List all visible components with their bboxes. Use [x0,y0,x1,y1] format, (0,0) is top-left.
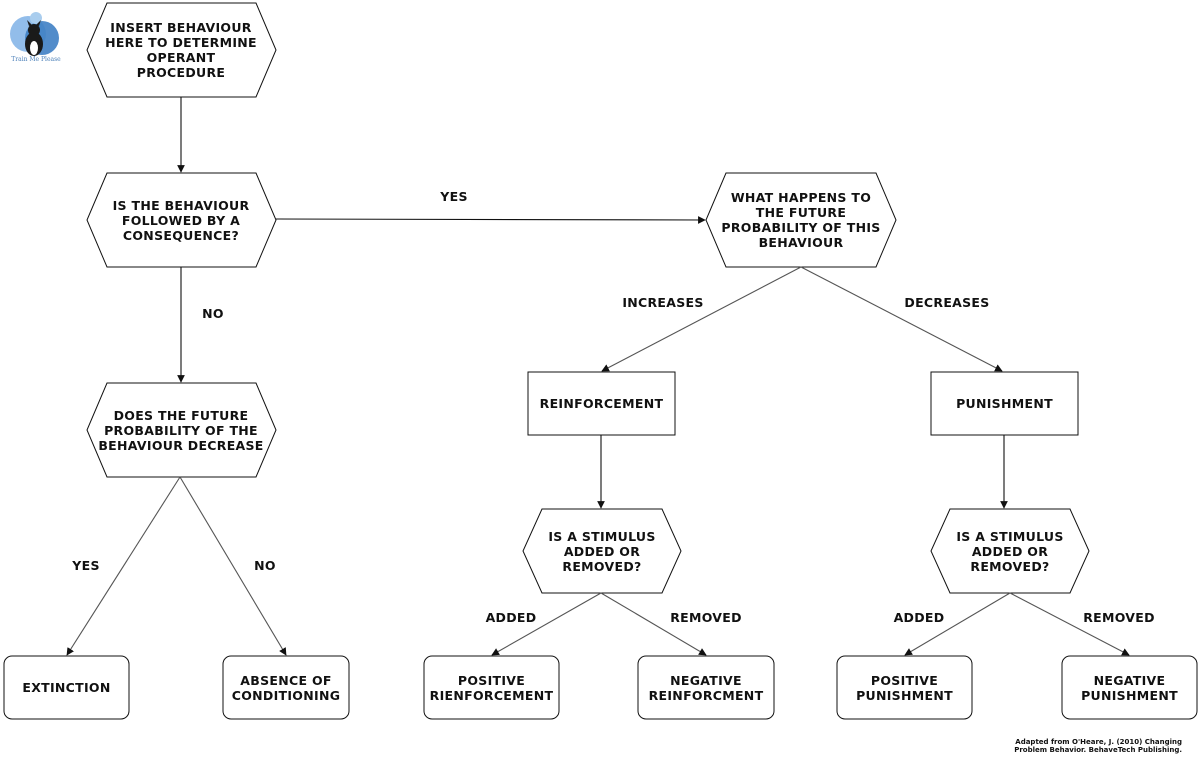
edge-stimulus-negpun [1009,592,1130,656]
absence-box [222,655,350,720]
node-positive-reinforcement: POSITIVE RIENFORCEMENT [429,672,554,703]
label-removed-punishment: REMOVED [1083,610,1155,625]
node-absence: ABSENCE OF CONDITIONING [231,672,341,703]
node-negative-punishment: NEGATIVE PUNISHMENT [1081,672,1178,703]
node-start: INSERT BEHAVIOUR HERE TO DETERMINE OPERA… [105,20,257,80]
node-decrease: DOES THE FUTURE PROBABILITY OF THE BEHAV… [98,407,264,453]
label-no-left: NO [254,558,276,573]
dog-logo-icon [10,12,59,56]
label-increases: INCREASES [622,295,704,310]
edge-decrease-absence [179,476,287,656]
neg-pun-box [1061,655,1198,720]
reinforcement-box [527,371,676,436]
edge-decrease-extinction [66,476,181,656]
label-added-reinforcement: ADDED [485,610,537,625]
node-extinction: EXTINCTION [22,680,111,695]
edge-stimulus-posreinf [491,592,602,656]
label-added-punishment: ADDED [893,610,945,625]
node-stimulus-punishment: IS A STIMULUS ADDED OR REMOVED? [956,528,1064,574]
edge-future-punishment [800,266,1003,372]
node-punishment: PUNISHMENT [956,396,1053,411]
neg-reinf-box [637,655,775,720]
followed-hexagon [86,172,277,268]
edge-stimulus-pospun [904,592,1011,656]
node-positive-punishment: POSITIVE PUNISHMENT [856,672,953,703]
stimulus-punishment-hexagon [930,508,1090,594]
pos-reinf-box [423,655,560,720]
future-hexagon [705,172,897,268]
label-yes-top: YES [440,189,468,204]
start-hexagon [86,2,277,98]
node-reinforcement: REINFORCEMENT [539,396,664,411]
edge-stimulus-negreinf [600,592,707,656]
label-yes-left: YES [72,558,100,573]
label-decreases: DECREASES [904,295,990,310]
logo-brand-text: Train Me Please [11,56,61,63]
decrease-hexagon [86,382,277,478]
label-removed-reinforcement: REMOVED [670,610,742,625]
edge-future-reinforcement [601,266,802,372]
label-no-mid: NO [202,306,224,321]
citation-footnote: Adapted from O'Heare, J. (2010) Changing… [1014,738,1182,754]
node-future: WHAT HAPPENS TO THE FUTURE PROBABILITY O… [721,190,881,250]
node-negative-reinforcement: NEGATIVE REINFORCMENT [648,672,764,703]
node-stimulus-reinforcement: IS A STIMULUS ADDED OR REMOVED? [548,528,656,574]
edge-followed-future [275,216,706,224]
pos-pun-box [836,655,973,720]
stimulus-reinforcement-hexagon [522,508,682,594]
node-followed: IS THE BEHAVIOUR FOLLOWED BY A CONSEQUEN… [112,197,250,243]
extinction-box [3,655,130,720]
